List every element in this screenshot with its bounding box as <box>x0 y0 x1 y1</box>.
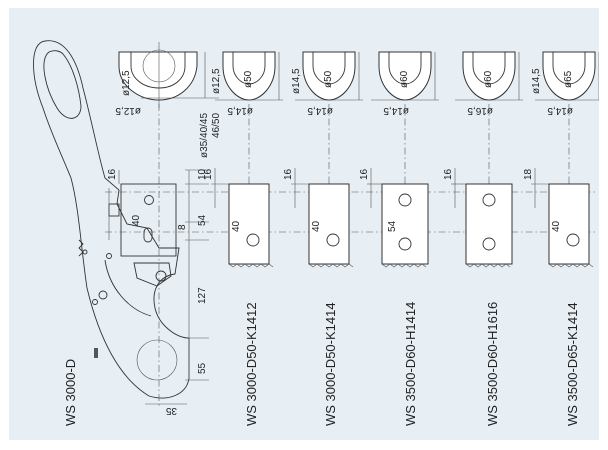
u-profile-inner <box>312 52 346 85</box>
bracket-plate <box>308 183 350 265</box>
detail-dim-bottom: ø14,5 <box>547 105 573 116</box>
bracket-plate <box>465 183 513 265</box>
mount-hole <box>566 233 580 247</box>
caption-ws-3000-d: WS 3000-D <box>63 359 78 426</box>
detail-dim-bottom: ø14,5 <box>227 105 253 116</box>
caption-d60-h1414: WS 3500-D60-H1414 <box>403 302 418 426</box>
detail-column: ø50 ø14,5 ø14,5 16 40 <box>283 51 363 268</box>
detail-dim-hole40: 40 <box>551 220 562 232</box>
dim-width-range: 46/50 <box>211 113 222 138</box>
center-lines <box>105 104 597 408</box>
dim-8: 8 <box>177 224 188 230</box>
dim-10: 10 <box>197 168 208 180</box>
detail-dim-hole40: 40 <box>231 220 242 232</box>
break-line <box>228 263 274 268</box>
caption-d65-k1414: WS 3500-D65-K1414 <box>565 302 580 426</box>
mount-hole <box>398 237 412 251</box>
caption-d60-h1616: WS 3500-D60-H1616 <box>485 302 500 426</box>
detail-dim-bottom: ø14,5 <box>307 105 333 116</box>
detail-dim-top16: 18 <box>523 168 534 180</box>
detail-dim-cross: ø14,5 <box>291 68 302 94</box>
detail-column: ø60 ø16,5 16 <box>443 51 523 268</box>
detail-dim-hole40: 40 <box>311 220 322 232</box>
u-profile-inner <box>232 52 266 85</box>
mount-hole <box>482 193 496 207</box>
detail-dim-cross: ø12,5 <box>211 68 222 94</box>
dim-16-main: 16 <box>107 168 118 180</box>
u-profile-inner <box>552 52 586 85</box>
break-line <box>465 263 511 268</box>
dim-55: 55 <box>197 362 208 374</box>
break-line <box>548 263 594 268</box>
mount-hole <box>246 233 260 247</box>
detail-column: ø65 ø14,5 ø14,5 18 40 <box>523 51 603 268</box>
detail-dim-circle: ø60 <box>483 70 494 88</box>
mount-hole <box>482 237 496 251</box>
mount-hole <box>398 193 412 207</box>
dim-dia-top: ø12,5 <box>121 70 132 96</box>
detail-column: ø60 ø14,5 16 54 <box>359 51 439 268</box>
dim-40-main: 40 <box>131 214 142 226</box>
main-dimensions: ø12,5 ø12,5 ø35/40/45 46/50 10 16 8 54 4… <box>107 70 222 416</box>
detail-dim-top16: 16 <box>203 168 214 180</box>
break-line <box>381 263 427 268</box>
break-line <box>308 263 354 268</box>
captions: WS 3000-D WS 3000-D50-K1412 WS 3000-D50-… <box>63 302 580 426</box>
bracket-plate <box>228 183 270 265</box>
section-detail-left <box>118 42 219 108</box>
bracket-plate <box>381 183 429 265</box>
technical-drawing: ø12,5 ø12,5 ø35/40/45 46/50 10 16 8 54 4… <box>33 40 603 426</box>
main-part-outline <box>33 40 190 399</box>
u-profile-inner <box>388 52 422 85</box>
detail-dim-circle: ø50 <box>323 70 334 88</box>
caption-d50-k1414: WS 3000-D50-K1414 <box>323 302 338 426</box>
detail-dim-top16: 16 <box>283 168 294 180</box>
bracket-plate <box>548 183 590 265</box>
dim-dia-bottom: ø12,5 <box>115 105 141 116</box>
detail-dim-circle: ø50 <box>243 70 254 88</box>
detail-dim-hole40: 54 <box>387 220 398 232</box>
caption-d50-k1412: WS 3000-D50-K1412 <box>244 302 259 426</box>
detail-column: ø50 ø12,5 ø14,5 16 40 <box>203 51 283 268</box>
dim-35: 35 <box>165 405 177 416</box>
dim-127: 127 <box>197 287 208 304</box>
u-profile-inner <box>472 52 506 85</box>
detail-dim-top16: 16 <box>443 168 454 180</box>
detail-columns: ø50 ø12,5 ø14,5 16 40 ø50 ø14,5 ø14,5 16 40 ø60 ø14… <box>203 51 603 268</box>
detail-dim-cross: ø14,5 <box>531 68 542 94</box>
technical-drawing-sheet: ø12,5 ø12,5 ø35/40/45 46/50 10 16 8 54 4… <box>9 8 603 440</box>
detail-dim-top16: 16 <box>359 168 370 180</box>
detail-dim-circle: ø60 <box>399 70 410 88</box>
main-dimension-lines <box>108 169 209 405</box>
mount-hole <box>326 233 340 247</box>
detail-dim-bottom: ø16,5 <box>467 105 493 116</box>
detail-dim-circle: ø65 <box>563 70 574 88</box>
detail-dim-bottom: ø14,5 <box>383 105 409 116</box>
dim-54: 54 <box>197 214 208 226</box>
dim-dia-range: ø35/40/45 <box>199 113 210 158</box>
